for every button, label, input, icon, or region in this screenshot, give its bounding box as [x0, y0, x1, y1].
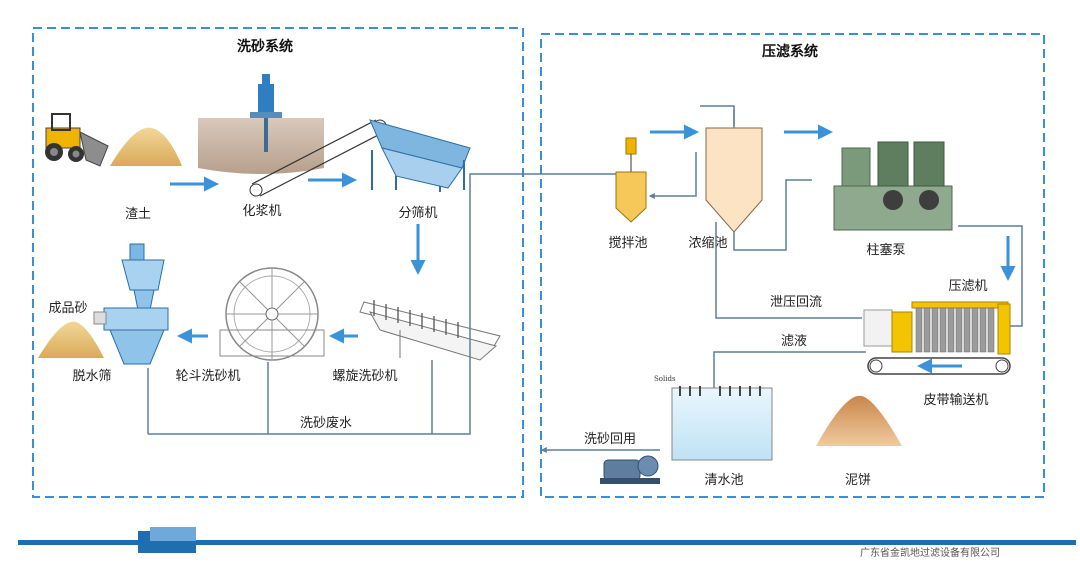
spiral-washer-label: 螺旋洗砂机 [332, 369, 397, 384]
company-name: 广东省金凯地过滤设备有限公司 [860, 546, 1000, 559]
finished-sand-label: 成品砂 [48, 301, 87, 316]
clear-water-tank-label: 清水池 [704, 473, 743, 488]
thickener-icon [705, 110, 763, 233]
washing-system-boundary [32, 27, 524, 498]
press-system-boundary [540, 33, 1045, 498]
plunger-pump-label: 柱塞泵 [866, 242, 905, 258]
belt-conveyor-icon [867, 357, 1011, 375]
screening-machine-icon [369, 119, 471, 192]
press-system-title: 压滤系统 [762, 43, 818, 60]
spiral-washer-icon [359, 300, 501, 361]
filter-press-label: 压滤机 [948, 279, 987, 294]
pulping-machine-icon [198, 74, 324, 174]
filtrate-label: 滤液 [781, 334, 807, 349]
solids-label: Solids [654, 375, 676, 383]
loader-icon [45, 113, 109, 167]
filter-press-icon [863, 301, 1011, 355]
water-reuse-label: 洗砂回用 [584, 432, 636, 447]
washing-system-title: 洗砂系统 [237, 38, 293, 55]
pressure-relief-label: 泄压回流 [770, 295, 822, 310]
thickener-label: 浓缩池 [688, 235, 727, 251]
dewater-screen-icon [93, 243, 169, 365]
residue-label: 渣土 [125, 207, 151, 222]
mud-cake-label: 泥饼 [845, 473, 871, 488]
mixing-tank-label: 搅拌池 [608, 235, 647, 251]
residue-pile-icon [110, 127, 182, 166]
wheel-washer-label: 轮斗洗砂机 [175, 369, 240, 384]
mixing-tank-icon [615, 137, 647, 223]
wash-wastewater-label: 洗砂废水 [300, 415, 352, 431]
belt-conveyor-label: 皮带输送机 [923, 392, 988, 408]
footer-bar [18, 540, 1076, 545]
mud-cake-icon [816, 395, 902, 446]
finished-sand-pile-icon [38, 321, 104, 358]
plunger-pump-icon [833, 141, 953, 231]
wheel-washer-icon [219, 267, 325, 361]
screening-label: 分筛机 [398, 206, 437, 221]
dewater-screen-label: 脱水筛 [72, 369, 111, 384]
wastewater-pipes [147, 173, 619, 435]
clear-water-tank-icon [671, 386, 773, 461]
pulping-label: 化浆机 [242, 204, 281, 219]
footer-bar-accent-light [150, 527, 196, 541]
reuse-pump-icon [600, 455, 660, 484]
